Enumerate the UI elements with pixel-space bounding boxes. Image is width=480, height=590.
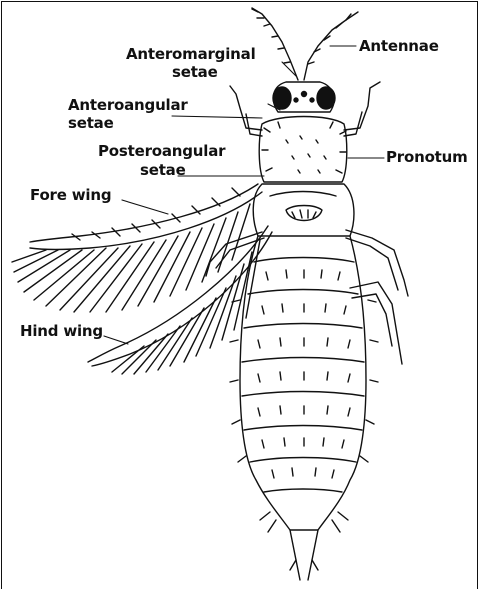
- label-hind-wing: Hind wing: [20, 323, 103, 340]
- label-pronotum: Pronotum: [386, 149, 468, 166]
- label-anteromarginal-line1: Anteromarginal: [126, 46, 256, 63]
- midlegs-drawing: [206, 230, 408, 364]
- pronotum-drawing: [259, 117, 347, 183]
- label-anteroangular-line1: Anteroangular: [68, 97, 188, 114]
- label-anteromarginal-line2: setae: [172, 64, 218, 81]
- antennae-drawing: [252, 8, 358, 80]
- thorax-drawing: [253, 184, 354, 236]
- label-antennae: Antennae: [359, 38, 439, 55]
- label-anteroangular-line2: setae: [68, 115, 114, 132]
- label-posteroangular-line1: Posteroangular: [98, 143, 225, 160]
- label-fore-wing: Fore wing: [30, 187, 111, 204]
- abdomen-drawing: [230, 236, 378, 580]
- head-drawing: [273, 82, 335, 112]
- label-posteroangular-line2: setae: [140, 162, 186, 179]
- forelegs-drawing: [230, 82, 380, 136]
